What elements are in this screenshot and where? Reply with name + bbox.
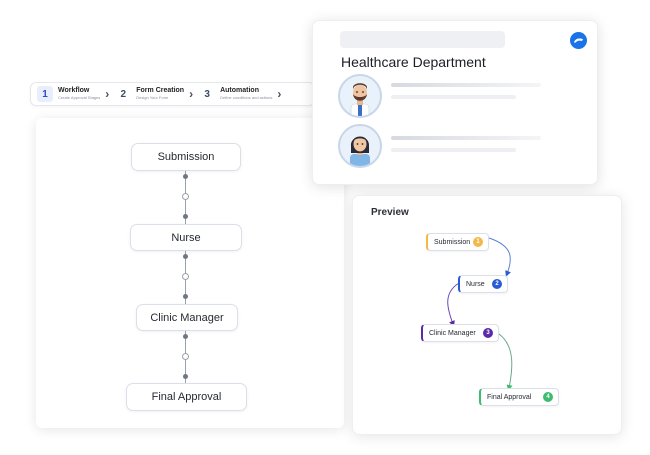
step-subtitle: Create Approval Stages [58, 95, 101, 100]
add-step-icon[interactable] [182, 353, 189, 360]
chevron-right-icon: › [105, 87, 110, 101]
placeholder-line [391, 136, 541, 140]
connector-dot [183, 254, 188, 259]
workflow-builder-card: Submission Nurse Clinic Manager Final Ap… [36, 118, 344, 428]
connector-dot [183, 294, 188, 299]
add-step-icon[interactable] [182, 273, 189, 280]
preview-connectors [447, 237, 513, 391]
workflow-node-nurse[interactable]: Nurse [130, 224, 242, 251]
preview-card: Preview Submission 1 Nurse 2 Clinic Mana… [352, 195, 622, 435]
step-number-badge: 1 [473, 237, 483, 247]
node-label: Submission [434, 238, 471, 246]
step-number-badge: 4 [543, 392, 553, 402]
step-number: 2 [120, 88, 127, 100]
placeholder-line [391, 148, 516, 152]
add-step-icon[interactable] [182, 193, 189, 200]
stepper: 1 Workflow Create Approval Stages › 2 Fo… [30, 82, 315, 106]
step-form-creation[interactable]: 2 Form Creation Design Your Form [115, 83, 184, 105]
doctor-avatar [338, 74, 382, 118]
workflow-node-clinic-manager[interactable]: Clinic Manager [136, 304, 238, 331]
edge-clinic-manager-final-approval [498, 333, 513, 391]
step-number-badge: 2 [492, 279, 502, 289]
connector-dot [183, 214, 188, 219]
step-number: 3 [204, 88, 210, 100]
step-workflow[interactable]: 1 Workflow Create Approval Stages [37, 83, 100, 105]
preview-node-submission[interactable]: Submission 1 [426, 233, 489, 251]
step-number-badge: 3 [483, 328, 493, 338]
placeholder-line [391, 95, 516, 99]
preview-node-clinic-manager[interactable]: Clinic Manager 3 [421, 324, 499, 342]
placeholder-line [391, 83, 541, 87]
healthcare-department-card: Healthcare Department [312, 20, 598, 185]
node-label: Clinic Manager [429, 329, 476, 337]
brand-logo-icon [570, 32, 587, 49]
preview-node-final-approval[interactable]: Final Approval 4 [479, 388, 559, 406]
department-title: Healthcare Department [341, 54, 486, 70]
connector-dot [183, 174, 188, 179]
step-automation[interactable]: 3 Automation Define conditions and actio… [199, 83, 272, 105]
connector-dot [183, 334, 188, 339]
edge-nurse-clinic-manager [447, 282, 460, 327]
step-subtitle: Design Your Form [136, 95, 169, 100]
step-title: Automation [220, 87, 259, 94]
preview-title: Preview [371, 207, 409, 218]
step-subtitle: Define conditions and actions [220, 95, 273, 100]
chevron-right-icon: › [277, 87, 282, 101]
preview-node-nurse[interactable]: Nurse 2 [458, 275, 508, 293]
nurse-avatar [338, 124, 382, 168]
node-label: Nurse [466, 280, 485, 288]
search-bar-placeholder[interactable] [340, 31, 505, 48]
edge-submission-nurse [488, 237, 511, 277]
connector-dot [183, 374, 188, 379]
chevron-right-icon: › [189, 87, 194, 101]
step-title: Workflow [58, 87, 90, 94]
step-title: Form Creation [136, 87, 185, 94]
node-label: Final Approval [487, 393, 532, 401]
workflow-node-final-approval[interactable]: Final Approval [126, 383, 247, 411]
step-number: 1 [37, 86, 53, 102]
workflow-node-submission[interactable]: Submission [131, 143, 241, 171]
